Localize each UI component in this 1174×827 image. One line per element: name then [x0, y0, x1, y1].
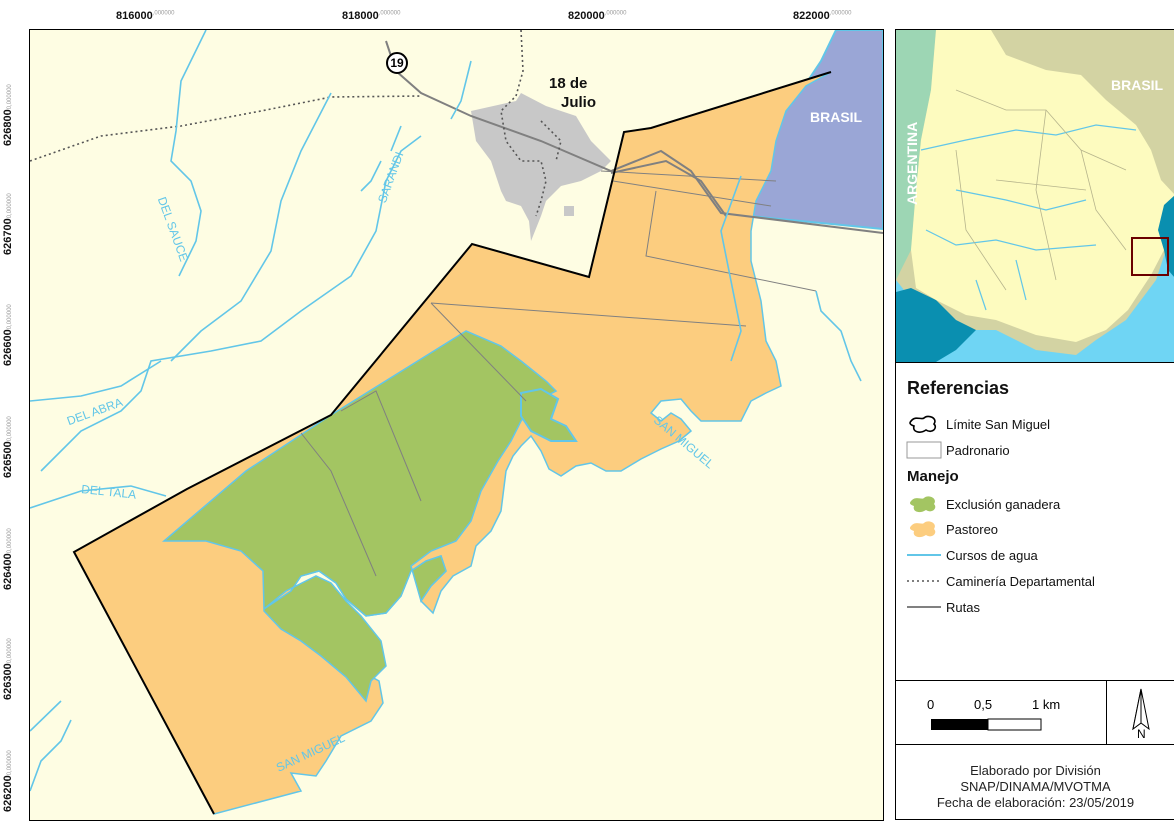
y-tick-626600: 6266000,000000	[2, 304, 14, 366]
inset-rivers	[920, 124, 1137, 311]
rivers	[30, 30, 862, 792]
inset-department-lines	[955, 89, 1127, 291]
inset-location-box	[1131, 237, 1169, 276]
north-arrow-box: N	[1106, 680, 1174, 745]
legend-manejo-title: Manejo	[907, 468, 959, 485]
legend-row-cursos: Cursos de agua	[906, 545, 1166, 565]
x-tick-818000: 818000,000000	[342, 10, 401, 22]
padronario-lines	[300, 170, 817, 577]
y-tick-626500: 6265000,000000	[2, 416, 14, 478]
credit-line1: Elaborado por División	[970, 763, 1101, 778]
legend-label-padronario: Padronario	[946, 442, 1010, 458]
padronario-icon	[906, 440, 942, 460]
camineria	[30, 30, 562, 217]
scale-label-end: 1 km	[1032, 697, 1061, 712]
legend-label-cursos: Cursos de agua	[946, 547, 1038, 563]
inset-uruguay	[911, 30, 1174, 342]
cursos-icon	[906, 545, 942, 565]
main-map[interactable]: 19 18 de Julio BRASIL DEL SAUCE SARANDI …	[29, 29, 884, 821]
route-19-label: 19	[390, 56, 404, 70]
inset-map-canvas	[896, 30, 1174, 362]
scale-bar-graphic	[931, 718, 1042, 731]
town-label-18-de: 18 de	[549, 75, 588, 92]
legend-row-rutas: Rutas	[906, 597, 1166, 617]
y-tick-626200: 6262000,000000	[2, 750, 14, 812]
legend-title: Referencias	[907, 378, 1010, 398]
y-tick-626800: 6268000,000000	[2, 84, 14, 146]
scale-label-mid: 0,5	[974, 697, 993, 712]
x-tick-820000: 820000,000000	[568, 10, 627, 22]
scale-bar: 0 0,5 1 km	[895, 680, 1107, 745]
limite-san-miguel	[72, 71, 832, 815]
legend-label-limite: Límite San Miguel	[946, 416, 1051, 432]
credit-line3: Fecha de elaboración: 23/05/2019	[936, 795, 1135, 810]
x-tick-822000: 822000,000000	[793, 10, 852, 22]
town-block	[564, 206, 574, 216]
exclusion-icon	[906, 494, 942, 514]
credit-line2: SNAP/DINAMA/MVOTMA	[960, 779, 1111, 794]
legend-row-limite: Límite San Miguel	[906, 414, 1166, 434]
inset-argentina-label: ARGENTINA	[904, 121, 920, 205]
rutas	[385, 40, 883, 234]
legend-label-rutas: Rutas	[946, 599, 980, 615]
legend-label-pastoreo: Pastoreo	[946, 521, 999, 537]
inset-brasil-label: BRASIL	[1111, 77, 1164, 93]
route-19-shield	[386, 52, 408, 74]
legend: Referencias Límite San Miguel Padronario…	[895, 362, 1174, 680]
legend-row-exclusion: Exclusión ganadera	[906, 494, 1166, 514]
x-tick-816000: 816000,000000	[116, 10, 175, 22]
scale-label-0: 0	[927, 697, 935, 712]
y-tick-626700: 6267000,000000	[2, 193, 14, 255]
exclusion-area	[161, 330, 558, 703]
pastoreo-icon	[906, 519, 942, 539]
y-tick-626400: 6264000,000000	[2, 528, 14, 590]
exclusion-wet-edge	[520, 387, 578, 442]
main-map-canvas	[30, 30, 883, 815]
north-arrow-icon	[1132, 688, 1150, 731]
inset-argentina-area	[896, 30, 936, 280]
camineria-icon	[906, 571, 942, 591]
brasil-label: BRASIL	[810, 109, 863, 125]
town-label-julio: Julio	[561, 94, 597, 111]
legend-row-padronario: Padronario	[906, 440, 1166, 460]
legend-row-camineria: Caminería Departamental	[906, 571, 1166, 591]
legend-label-camineria: Caminería Departamental	[946, 573, 1095, 589]
legend-label-exclusion: Exclusión ganadera	[946, 496, 1061, 512]
town-area	[471, 93, 611, 241]
y-tick-626300: 6263000,000000	[2, 638, 14, 700]
rutas-icon	[906, 597, 942, 617]
inset-rio-de-la-plata	[896, 288, 976, 362]
limite-icon	[906, 414, 942, 434]
inset-map[interactable]: BRASIL ARGENTINA	[895, 29, 1174, 363]
credits: Elaborado por División SNAP/DINAMA/MVOTM…	[895, 743, 1174, 820]
legend-row-pastoreo: Pastoreo	[906, 519, 1166, 539]
north-label: N	[1137, 727, 1146, 741]
inset-laguna-merin	[1158, 195, 1174, 277]
